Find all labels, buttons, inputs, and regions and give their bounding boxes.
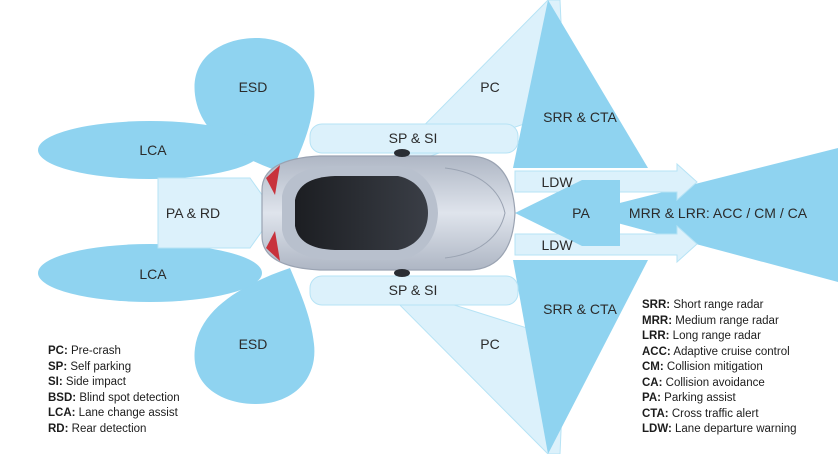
srr-cta-zone-bottom [513,260,648,454]
legend-right: SRR: Short range radar MRR: Medium range… [642,298,797,438]
sp-si-label-top: SP & SI [389,130,438,146]
legend-item: PC: Pre-crash [48,345,121,357]
legend-item: LCA: Lane change assist [48,407,178,419]
tail-light-top [266,165,280,195]
legend-item: PA: Parking assist [642,392,736,404]
tail-light-bottom [266,231,280,261]
mirror-top [394,149,410,157]
mrr-lrr-zone [580,148,838,282]
legend-item: CTA: Cross traffic alert [642,407,759,420]
legend-left: PC: Pre-crash SP: Self parking SI: Side … [48,344,180,437]
legend-item: CM: Collision mitigation [642,361,763,373]
lca-label-top: LCA [139,142,167,158]
srr-cta-label-bottom: SRR & CTA [543,301,617,317]
srr-cta-label-top: SRR & CTA [543,109,617,125]
legend-item: LDW: Lane departure warning [642,423,797,435]
sp-si-label-bottom: SP & SI [389,282,438,298]
pa-rd-label: PA & RD [166,205,220,221]
srr-cta-zone-top [513,0,648,168]
legend-item: SP: Self parking [48,360,132,373]
sp-si-zone-bottom [309,275,519,306]
mrr-lrr-label: MRR & LRR: ACC / CM / CA [629,205,808,221]
pa-front-zone [515,180,620,246]
car-hood-lines [444,167,506,259]
esd-label-top: ESD [239,79,268,95]
lca-label-bottom: LCA [139,266,167,282]
legend-item: ACC: Adaptive cruise control [642,345,790,358]
lca-zone-top [38,121,262,179]
car-windows [295,176,428,250]
legend-item: SI: Side impact [48,376,126,388]
sp-si-zone-top [309,123,519,154]
legend-item: RD: Rear detection [48,422,147,435]
pc-label-bottom: PC [480,336,499,352]
legend-item: CA: Collision avoidance [642,376,765,389]
ldw-label-bottom: LDW [541,237,573,253]
esd-label-bottom: ESD [239,336,268,352]
legend-item: SRR: Short range radar [642,299,764,311]
ldw-label-top: LDW [541,174,573,190]
pc-label-top: PC [480,79,499,95]
pa-front-label: PA [572,205,590,221]
car-top-view [261,149,516,277]
legend-item: MRR: Medium range radar [642,314,779,327]
legend-item: BSD: Blind spot detection [48,391,180,404]
legend-item: LRR: Long range radar [642,330,761,342]
mirror-bottom [394,269,410,277]
esd-zone-bottom [194,268,315,404]
lca-zone-bottom [38,244,262,302]
